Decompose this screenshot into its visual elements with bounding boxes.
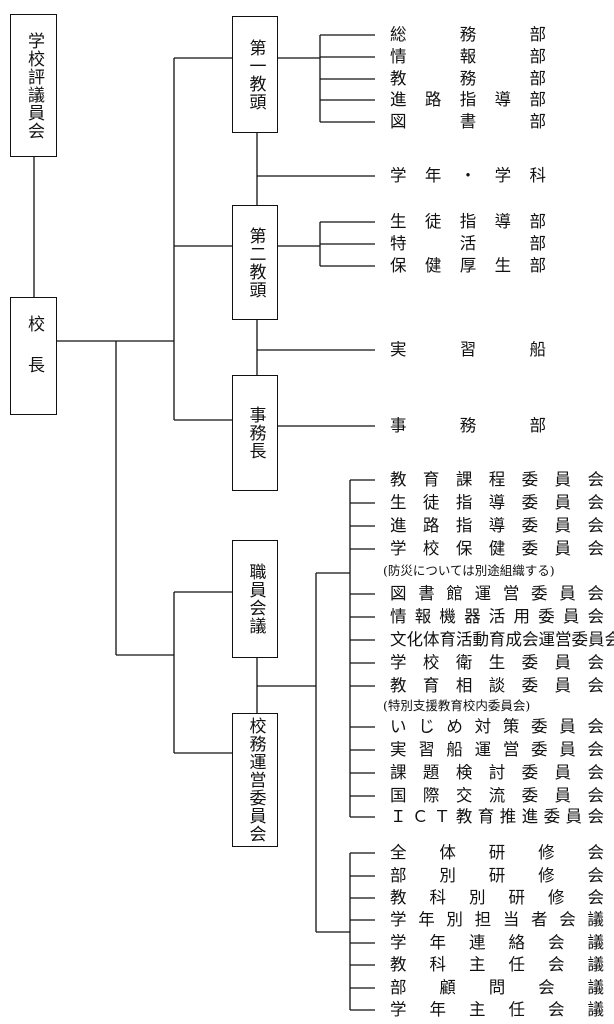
council-box: 学校評議員会 (10, 14, 57, 157)
management-committee-label: 校務運営委員会 (245, 717, 266, 843)
committee-label: 文化体育活動育成会運営委員会 (390, 630, 614, 649)
meeting-label: 全体研修会 (390, 843, 604, 862)
meeting-label: 学年主任会議 (390, 1000, 604, 1019)
vp2-label: 第二教頭 (245, 226, 266, 299)
vp2-box: 第二教頭 (232, 205, 278, 320)
meeting-label: 教科別研修会 (390, 888, 604, 907)
committee-label: 学校衛生委員会 (390, 653, 604, 672)
training-ship-label: 実習船 (390, 340, 546, 359)
vp1-department-label: 進路指導部 (390, 90, 546, 109)
meeting-label: 教科主任会議 (390, 955, 604, 974)
grade-subject-label: 学年・学科 (390, 166, 546, 185)
committee-label: 国際交流委員会 (390, 786, 604, 805)
council-label: 学校評議員会 (24, 31, 44, 140)
meeting-label: 部顧問会議 (390, 978, 604, 997)
principal-label: 校長 (24, 315, 44, 397)
vp2-department-label: 保健厚生部 (390, 256, 546, 275)
vp1-department-label: 教務部 (390, 69, 546, 88)
committee-note: (特別支援教育校内委員会) (383, 698, 531, 713)
vp2-department-label: 特活部 (390, 234, 546, 253)
vp1-box: 第一教頭 (232, 16, 278, 133)
vp1-department-label: 情報部 (390, 47, 546, 66)
office-head-box: 事務長 (232, 375, 278, 491)
principal-box: 校長 (10, 297, 57, 415)
committee-label: 学校保健委員会 (390, 539, 604, 558)
committee-label: 情報機器活用委員会 (390, 607, 604, 626)
vp1-department-label: 図書部 (390, 112, 546, 131)
staff-meeting-label: 職員会議 (245, 563, 266, 635)
management-committee-box: 校務運営委員会 (232, 713, 278, 847)
vp1-label: 第一教頭 (245, 38, 266, 111)
vp1-department-label: 総務部 (390, 25, 546, 44)
committee-label: 図書館運営委員会 (390, 584, 604, 603)
committee-label: 教育相談委員会 (390, 676, 604, 695)
staff-meeting-box: 職員会議 (232, 540, 278, 658)
committee-label: 課題検討委員会 (390, 763, 604, 782)
committee-label: 教育課程委員会 (390, 470, 604, 489)
committee-label: 実習船運営委員会 (390, 740, 604, 759)
committee-label: 進路指導委員会 (390, 516, 604, 535)
committee-label: 生徒指導委員会 (390, 493, 604, 512)
committee-note: (防災については別途組織する) (383, 563, 555, 578)
committee-label: いじめ対策委員会 (390, 717, 604, 736)
meeting-label: 学年連絡会議 (390, 933, 604, 952)
meeting-label: 部別研修会 (390, 866, 604, 885)
office-head-label: 事務長 (245, 406, 266, 460)
office-department-label: 事務部 (390, 416, 546, 435)
meeting-label: 学年別担当者会議 (390, 910, 604, 929)
vp2-department-label: 生徒指導部 (390, 212, 546, 231)
